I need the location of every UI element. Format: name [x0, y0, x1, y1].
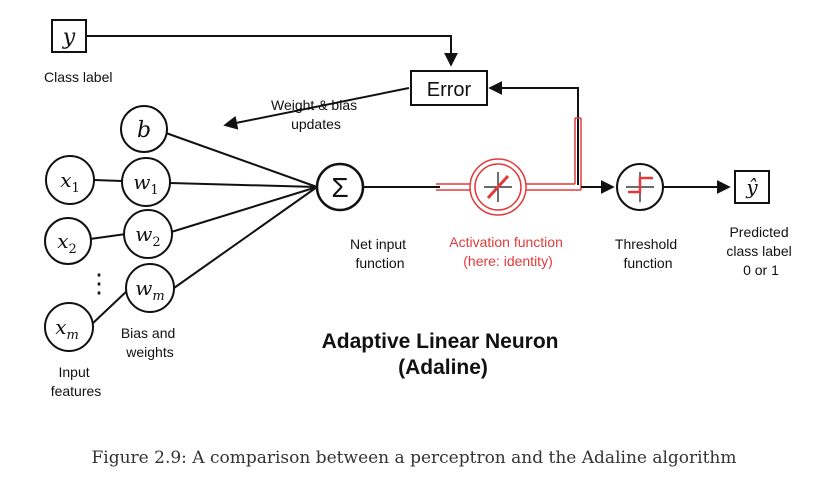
bias-node: b	[120, 105, 168, 153]
y-to-error-arrow	[86, 35, 458, 67]
input-node-x1: x1	[45, 155, 95, 205]
true-label-box: y	[51, 19, 87, 53]
ellipsis: ⋮	[86, 268, 112, 298]
threshold-label: Threshold function	[615, 236, 681, 271]
svg-text:wm: wm	[135, 276, 164, 304]
weight-update-arrow	[223, 87, 410, 130]
svg-text:x1: x1	[60, 168, 80, 196]
weight-node-w1: w1	[121, 157, 171, 207]
error-box: Error	[410, 70, 488, 106]
weight-connections	[89, 132, 318, 325]
feedback-arrow	[488, 81, 579, 185]
predicted-output-box: ŷ	[734, 170, 770, 204]
svg-text:Error: Error	[427, 79, 472, 101]
svg-text:w2: w2	[135, 222, 160, 250]
threshold-node	[616, 163, 664, 211]
input-node-x2: x2	[44, 217, 92, 265]
svg-text:y: y	[62, 25, 76, 50]
svg-text:x2: x2	[57, 229, 77, 257]
weight-node-w2: w2	[123, 209, 173, 259]
figure-caption: Figure 2.9: A comparison between a perce…	[91, 448, 736, 468]
activation-highlight	[436, 117, 582, 191]
input-node-xm: xm	[44, 302, 94, 352]
weight-bias-updates-label: Weight & bias updates	[271, 97, 361, 132]
predicted-label: Predicted class label 0 or 1	[726, 224, 795, 278]
net-input-label: Net input function	[350, 236, 410, 271]
net-input-node: Σ	[315, 162, 365, 212]
diagram-title: Adaptive Linear Neuron (Adaline)	[322, 330, 565, 379]
svg-text:w1: w1	[133, 170, 158, 198]
svg-text:Σ: Σ	[331, 172, 348, 203]
weight-node-wm: wm	[125, 263, 175, 313]
svg-text:xm: xm	[55, 315, 79, 343]
activation-node	[469, 158, 527, 216]
bias-weights-label: Bias and weights	[121, 325, 179, 360]
svg-text:b: b	[137, 118, 151, 143]
class-label-text: Class label	[44, 69, 112, 85]
input-features-label: Input features	[51, 364, 102, 399]
svg-text:ŷ: ŷ	[745, 175, 758, 199]
activation-label: Activation function (here: identity)	[449, 234, 567, 269]
